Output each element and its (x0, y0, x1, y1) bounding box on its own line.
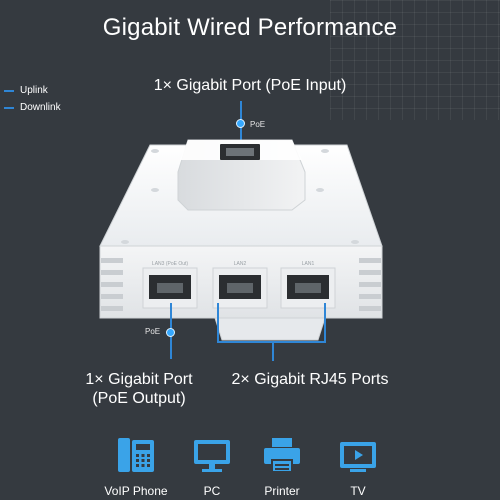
poe-input-label: PoE (250, 120, 266, 129)
voip-phone-icon (118, 438, 154, 472)
device-icons-row: VoIP Phone PC Printer (0, 436, 500, 500)
poe-output-label: PoE (145, 327, 161, 336)
tv-icon (340, 442, 376, 472)
port2-label: LAN2 (234, 261, 247, 267)
device-label-voip-phone: VoIP Phone (104, 484, 168, 498)
poe-input-dot (236, 119, 245, 128)
device-pc: PC (167, 436, 257, 498)
poe-output-callout-line1: 1× Gigabit Port (85, 371, 193, 388)
poe-input-callout: 1× Gigabit Port (PoE Input) (153, 77, 347, 94)
device-printer: Printer (237, 436, 327, 498)
page-title: Gigabit Wired Performance (102, 14, 398, 41)
bracket-stem-line (272, 341, 274, 361)
legend-item-uplink: Uplink (4, 82, 61, 99)
legend-label-uplink: Uplink (20, 85, 48, 96)
device-label-tv: TV (350, 484, 366, 498)
legend: Uplink Downlink (4, 82, 61, 116)
device-label-pc: PC (203, 484, 221, 498)
bracket-right-line (324, 303, 326, 343)
device-label-printer: Printer (264, 484, 300, 498)
background-grid-pattern (330, 0, 500, 120)
device-voip-phone: VoIP Phone (91, 436, 181, 498)
bracket-left-line (217, 303, 219, 343)
device-tv: TV (313, 436, 403, 498)
port1-label: LAN3 (PoE Out) (152, 261, 188, 267)
poe-output-dot (166, 328, 175, 337)
poe-output-callout: 1× Gigabit Port (PoE Output) (64, 370, 214, 408)
port3-label: LAN1 (302, 261, 315, 267)
uplink-line-icon (4, 89, 14, 92)
rj45-ports-callout: 2× Gigabit RJ45 Ports (231, 371, 389, 388)
pc-icon (194, 440, 230, 472)
legend-item-downlink: Downlink (4, 99, 61, 116)
legend-label-downlink: Downlink (20, 102, 61, 113)
downlink-line-icon (4, 106, 14, 109)
bracket-bottom-line (217, 341, 326, 343)
poe-output-callout-line2: (PoE Output) (92, 390, 186, 407)
printer-icon (264, 438, 300, 473)
